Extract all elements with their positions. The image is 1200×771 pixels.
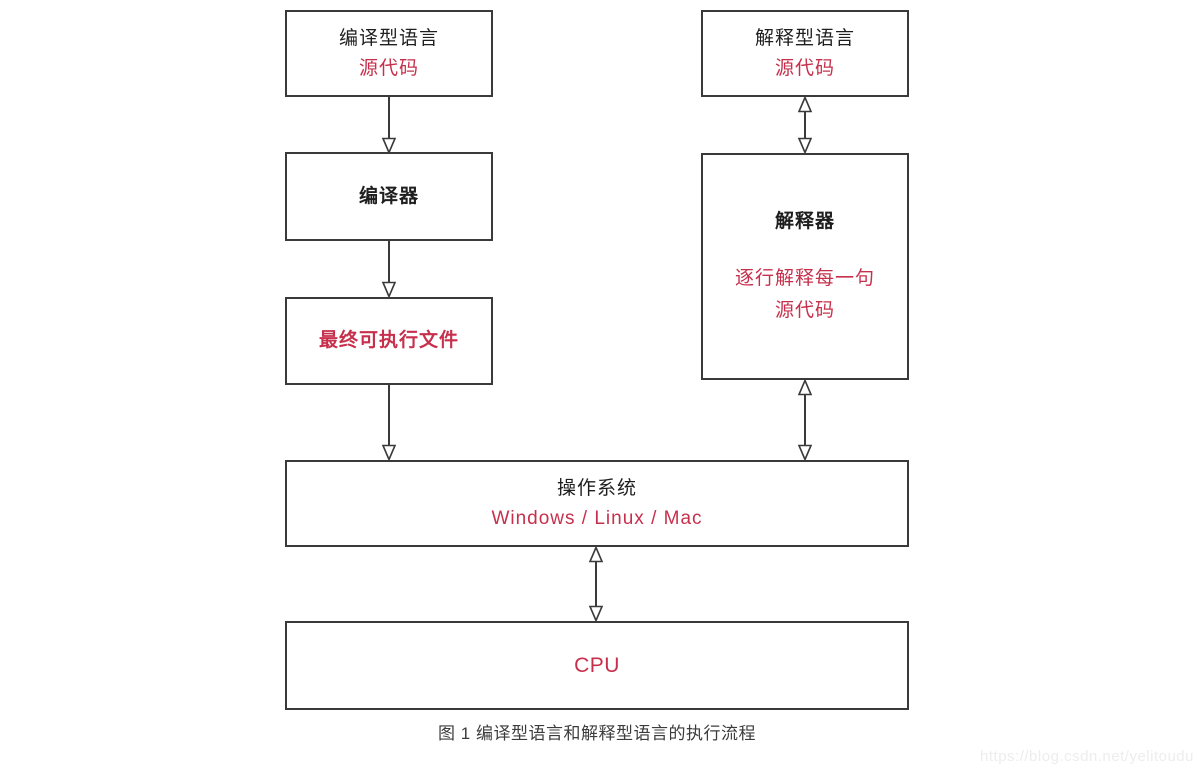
interpreter-subtitle: 逐行解释每一句 源代码 [734,267,875,321]
executable-title: 最终可执行文件 [318,330,459,351]
interpreter-box: 解释器 逐行解释每一句 源代码 [701,153,909,380]
arrow-down-compiler-to-executable-icon [381,240,397,298]
os-title: 操作系统 [556,477,637,499]
arrow-down-source-to-compiler-icon [381,96,397,154]
csdn-watermark: https://blog.csdn.net/yelitoudu [980,748,1194,765]
cpu-box: CPU [285,621,909,710]
arrow-bidirectional-source-interpreter-icon [797,96,813,154]
compiled-source-box: 编译型语言 源代码 [285,10,493,97]
compiled-source-subtitle: 源代码 [358,57,419,79]
compiler-box: 编译器 [285,152,493,241]
arrow-bidirectional-interpreter-os-icon [797,379,813,461]
compiler-title: 编译器 [358,185,419,207]
cpu-title: CPU [574,653,620,677]
executable-box: 最终可执行文件 [285,297,493,385]
interpreted-source-title: 解释型语言 [754,27,855,49]
interpreter-title: 解释器 [774,210,835,232]
compiled-source-title: 编译型语言 [338,27,439,49]
os-box: 操作系统 Windows / Linux / Mac [285,460,909,547]
interpreted-source-box: 解释型语言 源代码 [701,10,909,97]
os-subtitle: Windows / Linux / Mac [491,507,703,529]
interpreted-source-subtitle: 源代码 [774,57,835,79]
figure-caption: 图 1 编译型语言和解释型语言的执行流程 [438,724,756,743]
arrow-bidirectional-os-cpu-icon [588,546,604,622]
arrow-down-executable-to-os-icon [381,384,397,461]
